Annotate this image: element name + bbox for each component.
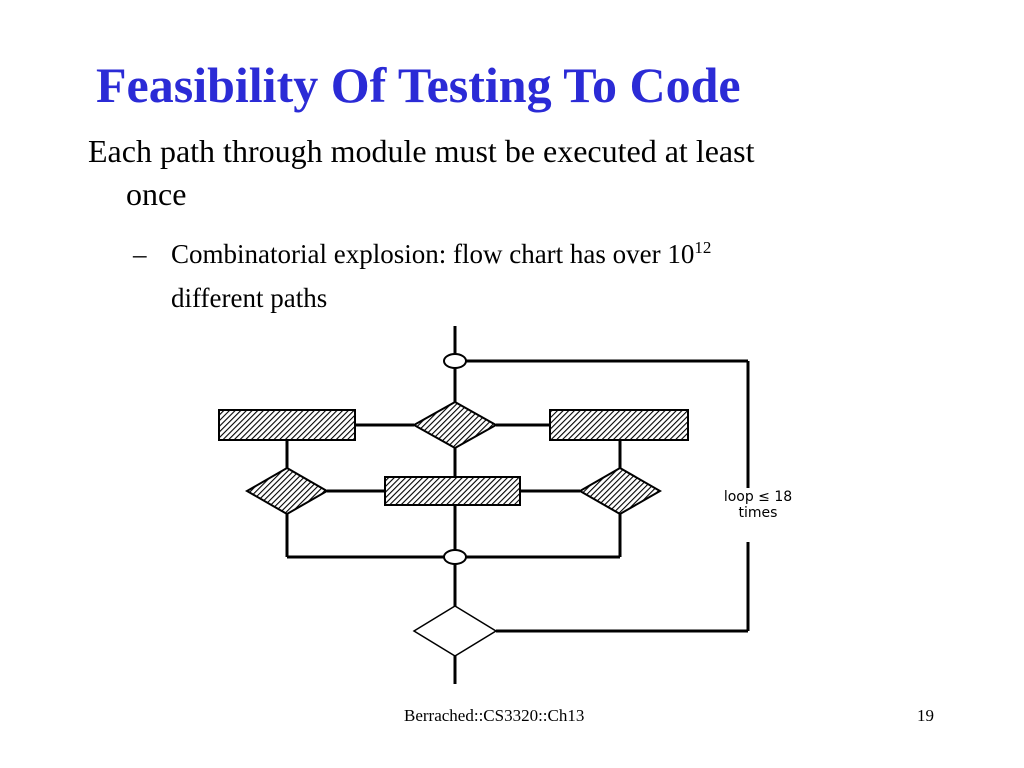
slide-footer: Berrached::CS3320::Ch13 xyxy=(404,706,585,725)
process-box-top-right xyxy=(549,409,689,441)
slide-number: 19 xyxy=(917,706,934,725)
slide-title: Feasibility Of Testing To Code xyxy=(96,57,741,113)
merge-node xyxy=(443,549,467,565)
main-bullet-line2: once xyxy=(126,176,187,212)
decision-diamond-top-center xyxy=(411,400,499,450)
main-bullet-line1: Each path through module must be execute… xyxy=(88,133,755,169)
decision-diamond-middle-left xyxy=(244,466,330,516)
sub-bullet-exponent: 12 xyxy=(694,238,712,257)
sub-bullet-line2: different paths xyxy=(171,283,328,313)
decision-diamond-middle-right xyxy=(577,466,663,516)
sub-bullet: –Combinatorial explosion: flow chart has… xyxy=(133,232,913,320)
sub-bullet-dash: – xyxy=(133,239,147,269)
loop-decision-diamond xyxy=(412,605,498,657)
flow-edges xyxy=(285,326,750,684)
main-bullet: Each path through module must be execute… xyxy=(88,130,948,216)
loop-label-line2: times xyxy=(739,505,778,521)
process-box-top-left xyxy=(218,409,356,441)
loop-entry-node xyxy=(443,353,467,369)
sub-bullet-text: Combinatorial explosion: flow chart has … xyxy=(171,239,695,269)
loop-label-line1: loop ≤ 18 xyxy=(724,489,792,505)
process-box-middle-center xyxy=(384,476,521,506)
